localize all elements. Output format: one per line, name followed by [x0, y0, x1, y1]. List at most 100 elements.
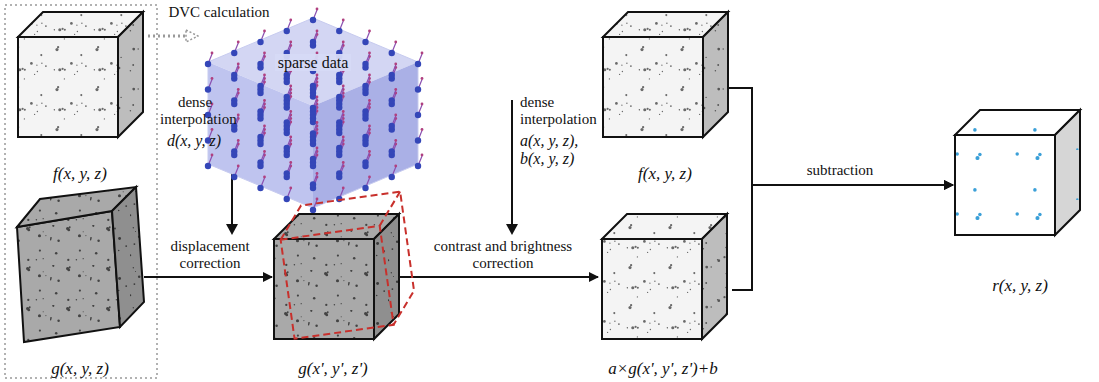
cube-side [374, 214, 399, 339]
vector-tip [263, 99, 266, 102]
measurement-point [389, 123, 395, 129]
measurement-point [336, 72, 342, 78]
measurement-point [415, 163, 421, 169]
cube-side [702, 214, 727, 339]
measurement-point [310, 17, 316, 23]
measurement-point [257, 159, 263, 165]
volume-title: sparse data [195, 54, 431, 72]
vector-tip [394, 88, 397, 91]
vector-tip [368, 30, 371, 33]
measurement-point [415, 86, 421, 92]
measurement-point [257, 61, 263, 67]
measurement-point [257, 185, 263, 191]
cube-side [703, 12, 728, 137]
vector-tip [316, 172, 319, 175]
volume-label: f(x, y, z) [15, 164, 145, 184]
measurement-point [389, 50, 395, 56]
arrow-label: subtraction [790, 162, 890, 179]
vector-tip [211, 154, 214, 157]
vector-tip [289, 110, 292, 113]
volume-label: a×g(x', y', z')+b [588, 359, 738, 379]
volume-cube: r(x, y, z) [950, 100, 1090, 296]
vector-tip [211, 77, 214, 80]
volume-illustration [268, 190, 398, 379]
volume-label: g(x, y, z) [10, 359, 150, 379]
measurement-point [284, 119, 290, 125]
measurement-point [415, 61, 421, 67]
measurement-point [257, 134, 263, 140]
volume-illustration [10, 185, 150, 379]
vector-tip [289, 136, 292, 139]
interp-arrow-line [511, 100, 513, 226]
vector-tip [237, 41, 240, 44]
cube-front [955, 135, 1055, 235]
vector-tip [237, 63, 240, 66]
vector-tip [394, 63, 397, 66]
vector-tip [289, 161, 292, 164]
volume-illustration [600, 12, 730, 184]
measurement-point [284, 94, 290, 100]
measurement-point [231, 148, 237, 154]
measurement-point [231, 50, 237, 56]
input-group-frame [5, 5, 157, 378]
measurement-point [389, 97, 395, 103]
interp-arrow-head [226, 224, 238, 235]
cube-side [1055, 110, 1080, 235]
cube-front [602, 239, 702, 339]
measurement-point [231, 123, 237, 129]
measurement-point [231, 174, 237, 180]
measurement-point [284, 196, 290, 202]
cube-front [274, 239, 374, 339]
vector-tip [316, 30, 319, 33]
volume-cube: f(x, y, z) [15, 12, 145, 184]
volume-label: f(x, y, z) [600, 164, 730, 184]
vector-tip [421, 154, 424, 157]
measurement-point [310, 130, 316, 136]
vector-tip [368, 74, 371, 77]
measurement-point [257, 83, 263, 89]
measurement-point [389, 72, 395, 78]
measurement-point [336, 28, 342, 34]
vector-tip [263, 52, 266, 55]
vector-tip [237, 88, 240, 91]
vector-tip [394, 139, 397, 142]
volume-label: g(x', y', z') [268, 359, 398, 379]
measurement-point [284, 72, 290, 78]
measurement-point [205, 86, 211, 92]
vector-tip [394, 41, 397, 44]
sparse-right-face [313, 62, 418, 208]
measurement-point [362, 83, 368, 89]
vector-tip [368, 52, 371, 55]
process-arrow [728, 88, 953, 185]
vector-tip [342, 161, 345, 164]
process-arrow [732, 185, 953, 290]
reference-edge [375, 192, 404, 226]
measurement-point [205, 61, 211, 67]
step-label: dense interpolation [520, 94, 604, 128]
sparse-data-volume: sparse data [195, 18, 431, 210]
process-arrow [400, 276, 598, 278]
vector-tip [316, 96, 319, 99]
arrow-label: displacement correction [160, 238, 260, 272]
vector-tip [237, 114, 240, 117]
reference-front [281, 226, 394, 339]
vector-tip [211, 128, 214, 131]
process-arrow [144, 276, 272, 278]
measurement-point [310, 207, 316, 213]
measurement-point [389, 174, 395, 180]
vector-tip [394, 165, 397, 168]
volume-illustration [950, 100, 1090, 296]
measurement-point [362, 61, 368, 67]
measurement-point [310, 156, 316, 162]
vector-tip [211, 52, 214, 55]
measurement-point [389, 148, 395, 154]
vector-tip [342, 85, 345, 88]
measurement-point [205, 163, 211, 169]
measurement-point [310, 181, 316, 187]
volume-illustration [15, 12, 145, 184]
measurement-point [310, 83, 316, 89]
measurement-point [336, 94, 342, 100]
vector-tip [421, 103, 424, 106]
reference-outline [276, 192, 418, 339]
cube-front [18, 37, 118, 137]
